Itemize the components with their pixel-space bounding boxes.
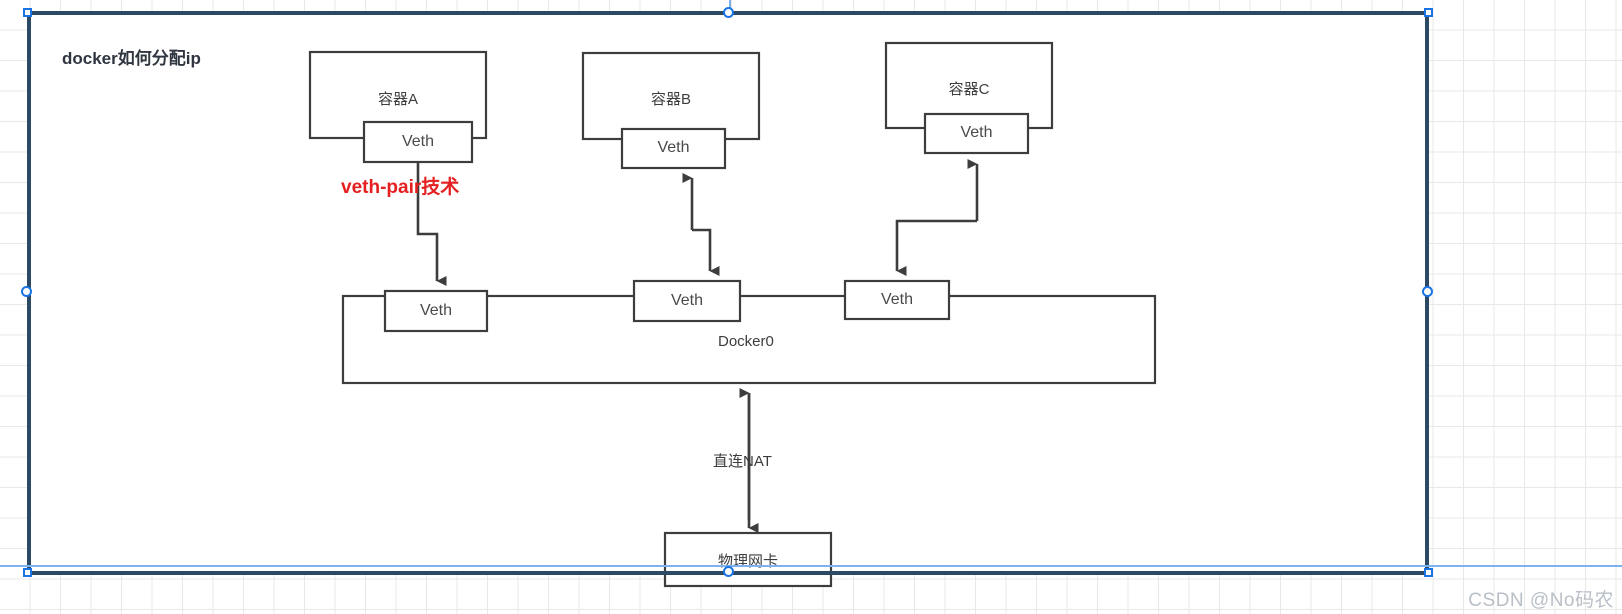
container-b-label: 容器B [650,91,691,108]
page-title: docker如何分配ip [62,49,201,68]
container-c-label: 容器C [948,81,990,98]
resize-handle-middle-left[interactable] [21,286,32,297]
docker0-label: Docker0 [718,333,774,350]
container-b-veth-label: Veth [657,139,690,156]
watermark: CSDN @No码农 [1468,590,1614,611]
container-b-veth-box [620,127,727,170]
resize-handle-middle-right[interactable] [1422,286,1433,297]
container-a-veth-label: Veth [401,133,435,150]
bridge-veth-3-label: Veth [880,291,914,308]
nat-link-label: 直连NAT [713,453,772,470]
connector-c-to-bridge-down [895,219,977,276]
container-c-veth-label: Veth [960,124,993,141]
connector-b-to-bridge-down [692,228,720,276]
resize-handle-top-right[interactable] [1424,8,1433,17]
physical-nic-box [663,531,833,588]
connector-a-to-bridge [416,162,447,286]
resize-handle-bottom-right[interactable] [1424,568,1433,577]
physical-nic-label: 物理网卡 [717,553,778,570]
bridge-veth-1-box [383,289,489,333]
resize-handle-top-center[interactable] [723,7,734,18]
resize-handle-bottom-center[interactable] [723,566,734,577]
bridge-veth-2-box [632,279,742,323]
container-c-veth-box [923,112,1030,155]
bridge-veth-2-label: Veth [670,292,704,309]
resize-handle-top-left[interactable] [23,8,32,17]
container-b-box [581,51,761,141]
container-a-label: 容器A [377,91,418,108]
guide-line-horizontal [0,565,1622,567]
bridge-veth-1-label: Veth [419,302,453,319]
bridge-veth-3-box [843,279,951,321]
veth-pair-annotation: veth-pair技术 [341,177,460,198]
resize-handle-bottom-left[interactable] [23,568,32,577]
